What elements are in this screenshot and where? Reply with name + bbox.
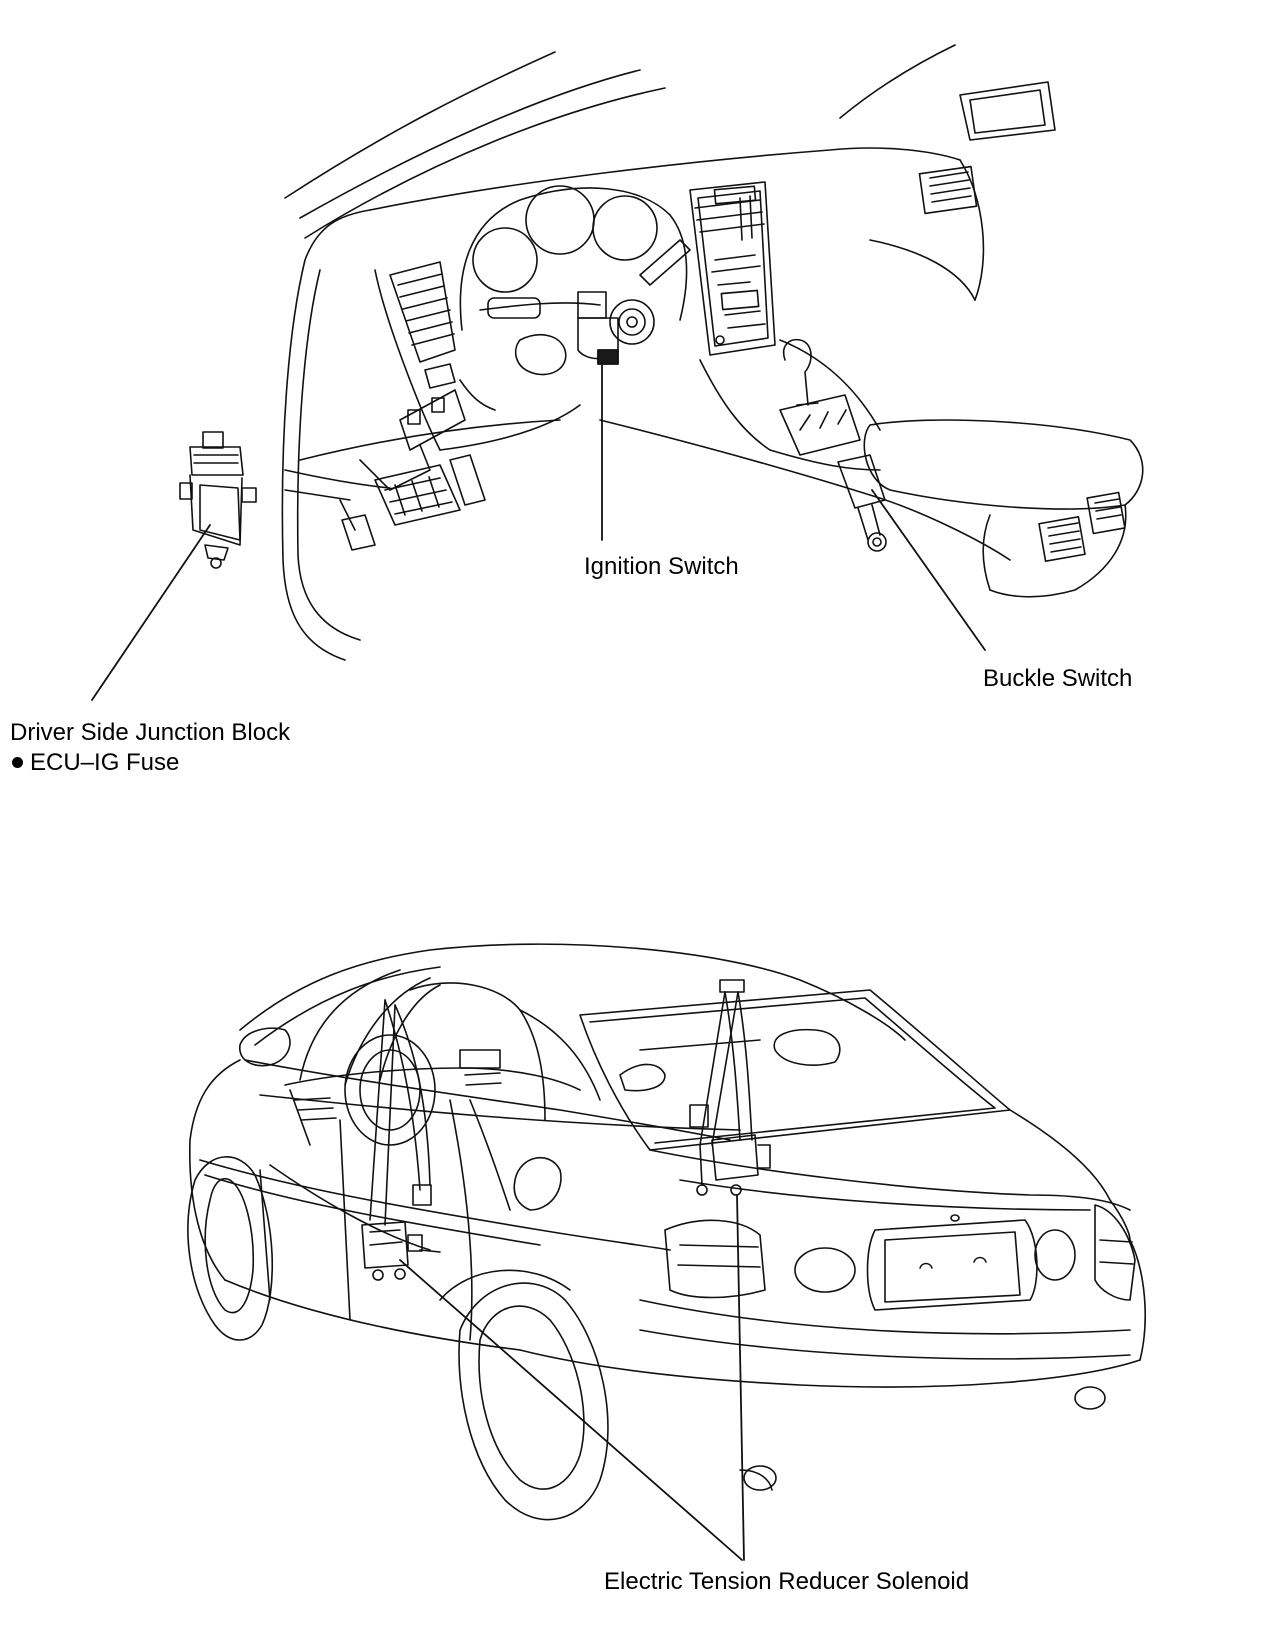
rear-solenoid-leader [736,1194,745,1561]
buckle-switch-label: Buckle Switch [983,665,1133,692]
ignition-switch-part [577,291,655,365]
ecu-ig-fuse-label: ECU–IG Fuse [12,748,179,778]
rear-wheel [439,1269,609,1521]
ecu-ig-fuse-text: ECU–IG Fuse [30,749,180,776]
junction-block-label: Driver Side Junction Block [10,719,291,746]
junction-block-part [179,431,257,569]
tension-reducer-label: Electric Tension Reducer Solenoid [604,1568,970,1595]
vehicle-exterior-view [187,943,1146,1561]
dashboard-interior-view [91,44,1144,701]
bullet-icon [12,757,23,768]
front-wheel [187,1156,274,1341]
front-solenoid-leader [399,1259,743,1561]
front-seatbelt [361,999,441,1281]
buckle-switch-part [837,454,887,552]
junction-block-leader [91,524,211,701]
buckle-switch-leader [871,489,986,651]
rear-seatbelt [689,979,771,1196]
ignition-switch-label: Ignition Switch [584,553,739,580]
